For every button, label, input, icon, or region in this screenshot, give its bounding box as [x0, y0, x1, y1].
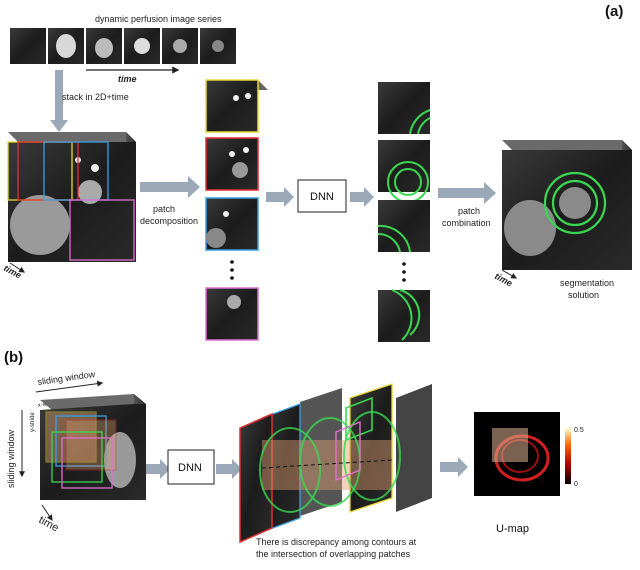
segmentation-label-2: solution	[568, 290, 599, 300]
arrow-to-dnn	[266, 187, 294, 207]
colorbar-max: 0.5	[574, 427, 584, 434]
dnn-box-a	[297, 179, 347, 213]
panel-b-tag: (b)	[4, 349, 23, 366]
overlapping-patches	[239, 383, 432, 544]
dnn-box-b	[167, 449, 215, 485]
patch-column	[205, 79, 268, 341]
stack-label: stack in 2D+time	[62, 92, 129, 102]
time-axis-arrow-right	[501, 269, 518, 279]
sliding-top-arrow	[35, 380, 104, 393]
arrow-from-dnn-b	[216, 459, 242, 479]
u-map-colorbar	[565, 428, 571, 484]
decomposition-label-2: decomposition	[140, 216, 198, 226]
time-axis-arrow-b	[41, 504, 53, 521]
sliding-window-left: sliding window	[6, 429, 16, 488]
caption-line-2: the intersection of overlapping patches	[256, 549, 411, 559]
arrow-to-dnn-b	[146, 459, 170, 479]
segmentation-cube	[502, 140, 632, 270]
time-axis-b-label: time	[37, 514, 61, 534]
umap-label: U-map	[496, 523, 529, 535]
image-series-strip	[10, 28, 236, 64]
dnn-label-a: DNN	[310, 191, 334, 203]
arrow-to-umap	[440, 457, 468, 477]
u-map	[474, 412, 571, 496]
stacked-cube	[7, 132, 136, 262]
combination-label-2: combination	[442, 218, 491, 228]
combination-label-1: patch	[458, 206, 480, 216]
segmentation-label-1: segmentation	[560, 278, 614, 288]
down-arrow	[50, 70, 68, 132]
colorbar-min: 0	[574, 481, 578, 488]
panel-a-tag: (a)	[605, 3, 623, 20]
time-axis-arrow	[9, 262, 26, 273]
time-arrow-label: time	[118, 74, 137, 84]
output-patch-column	[377, 82, 431, 342]
sliding-window-cube	[40, 394, 146, 500]
time-axis-label: time	[2, 263, 23, 281]
sliding-window-top: sliding window	[37, 369, 96, 387]
arrow-decomposition	[140, 176, 200, 198]
time-axis-right-label: time	[493, 271, 514, 289]
dnn-label-b: DNN	[178, 462, 202, 474]
decomposition-label-1: patch	[153, 204, 175, 214]
arrow-combination	[438, 182, 496, 204]
series-title: dynamic perfusion image series	[95, 14, 222, 24]
y-stride-label: y-stride	[30, 412, 36, 432]
caption-line-1: There is discrepancy among contours at	[256, 537, 417, 547]
arrow-from-dnn	[350, 187, 374, 207]
